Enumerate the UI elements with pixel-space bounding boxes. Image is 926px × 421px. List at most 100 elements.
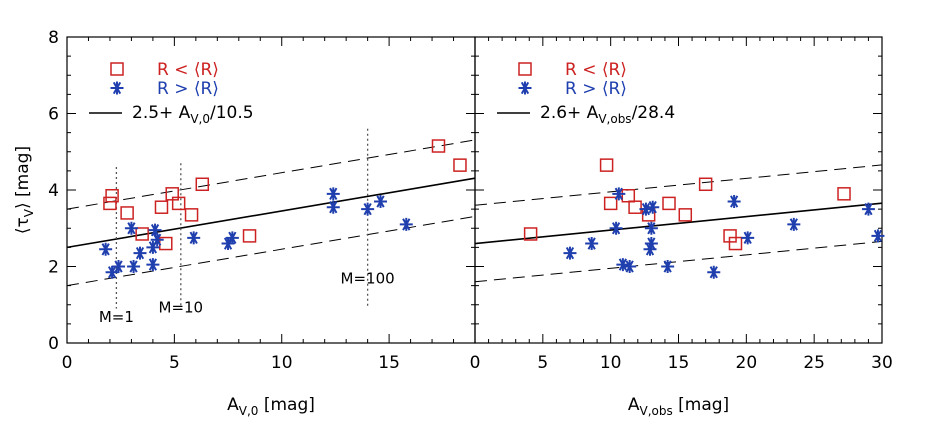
data-point-asterisk xyxy=(644,221,658,235)
x-axis-label-main: A xyxy=(227,395,239,415)
data-point-asterisk xyxy=(639,202,653,216)
data-point-asterisk xyxy=(127,260,141,273)
legend-fit-label: 2.6+ AV,obs/28.4 xyxy=(540,103,675,126)
x-axis-label-rest: [mag] xyxy=(258,395,314,415)
data-point-asterisk xyxy=(225,231,239,245)
data-point-asterisk xyxy=(146,240,160,254)
data-point-square xyxy=(103,196,117,211)
data-point-asterisk xyxy=(727,194,741,208)
data-point-asterisk xyxy=(148,223,162,237)
x-tick-label: 10 xyxy=(600,353,622,373)
data-point-asterisk xyxy=(741,231,755,245)
legend-fit-label-rest: /28.4 xyxy=(632,103,676,123)
mass-label: M=10 xyxy=(159,298,204,316)
fit-upper-bound xyxy=(66,139,476,210)
data-point-asterisk xyxy=(374,194,388,208)
data-point-square xyxy=(678,208,693,222)
y-axis-label-rest: ⟩ [mag] xyxy=(13,146,33,209)
legend-label-blue: R > ⟨R⟩ xyxy=(565,79,627,99)
legend-marker-square xyxy=(110,62,124,76)
data-point-asterisk xyxy=(661,260,675,273)
data-point-asterisk xyxy=(644,237,658,251)
data-point-square xyxy=(120,206,134,220)
fit-line xyxy=(66,177,476,249)
data-point-asterisk xyxy=(150,233,164,247)
data-point-asterisk xyxy=(326,200,340,214)
x-tick-label: 20 xyxy=(736,353,758,373)
y-tick-label: 4 xyxy=(48,181,59,201)
legend-marker-square xyxy=(518,62,532,76)
y-tick-label: 0 xyxy=(48,334,59,354)
legend-marker-asterisk xyxy=(518,81,532,95)
data-point-asterisk xyxy=(105,265,119,279)
y-tick-label: 2 xyxy=(48,258,59,278)
data-point-asterisk xyxy=(609,221,623,235)
x-axis-label: AV,obs [mag] xyxy=(628,395,729,417)
fit-lower-bound xyxy=(474,240,883,283)
data-point-square xyxy=(135,227,149,241)
data-point-square xyxy=(662,196,676,211)
legend-label-red: R < ⟨R⟩ xyxy=(565,60,627,80)
legend-label-red: R < ⟨R⟩ xyxy=(157,60,219,80)
data-point-square xyxy=(523,227,538,241)
y-tick-label: 6 xyxy=(48,105,59,125)
data-point-square xyxy=(154,200,169,214)
data-point-asterisk xyxy=(861,202,875,216)
data-point-square xyxy=(195,177,210,192)
data-point-square xyxy=(184,208,199,222)
data-point-asterisk xyxy=(221,237,235,251)
data-point-square xyxy=(453,158,467,172)
data-point-asterisk xyxy=(124,221,138,235)
data-point-square xyxy=(837,187,851,201)
mass-label: M=1 xyxy=(99,308,134,326)
data-point-asterisk xyxy=(646,200,660,214)
legend-fit-label-sub: V,0 xyxy=(190,112,210,126)
legend-fit-label-rest: /10.5 xyxy=(210,103,254,123)
data-point-square xyxy=(628,200,642,214)
data-point-square xyxy=(621,188,636,203)
data-point-square xyxy=(105,188,119,203)
data-point-square xyxy=(171,196,186,211)
x-tick-label: 0 xyxy=(62,353,73,373)
data-point-square xyxy=(728,236,743,251)
legend-fit-label-main: 2.6+ A xyxy=(540,103,599,123)
y-axis-label-main: ⟨τ xyxy=(13,217,33,234)
y-axis-label-sub: V xyxy=(22,208,36,217)
data-point-square xyxy=(431,139,446,153)
data-point-asterisk xyxy=(112,260,126,273)
data-point-asterisk xyxy=(623,260,637,273)
data-point-asterisk xyxy=(146,258,160,272)
y-tick-label: 8 xyxy=(48,28,59,48)
x-tick-label: 0 xyxy=(470,353,481,373)
data-point-asterisk xyxy=(585,237,599,251)
data-point-asterisk xyxy=(643,242,657,256)
data-point-square xyxy=(599,158,614,172)
data-point-asterisk xyxy=(361,202,375,216)
data-point-asterisk xyxy=(612,187,626,201)
x-axis-label-rest: [mag] xyxy=(673,395,729,415)
fit-line xyxy=(474,202,883,245)
data-point-asterisk xyxy=(707,265,721,279)
x-tick-label: 15 xyxy=(378,353,400,373)
x-axis-label-main: A xyxy=(628,395,640,415)
data-point-square xyxy=(603,196,618,211)
x-tick-label: 5 xyxy=(537,353,548,373)
data-point-asterisk xyxy=(133,246,147,260)
data-point-square xyxy=(242,229,257,243)
data-point-square xyxy=(698,177,713,192)
data-point-asterisk xyxy=(326,187,340,201)
y-axis-label: ⟨τV⟩ [mag] xyxy=(13,146,36,234)
data-point-asterisk xyxy=(99,242,113,256)
data-point-asterisk xyxy=(871,229,885,243)
legend-marker-asterisk xyxy=(110,81,124,95)
data-point-asterisk xyxy=(787,217,801,231)
data-point-asterisk xyxy=(399,217,413,231)
plot-frame xyxy=(474,36,883,344)
x-tick-label: 15 xyxy=(668,353,690,373)
data-point-asterisk xyxy=(187,231,201,245)
x-tick-label: 10 xyxy=(271,353,293,373)
legend-label-blue: R > ⟨R⟩ xyxy=(157,79,219,99)
